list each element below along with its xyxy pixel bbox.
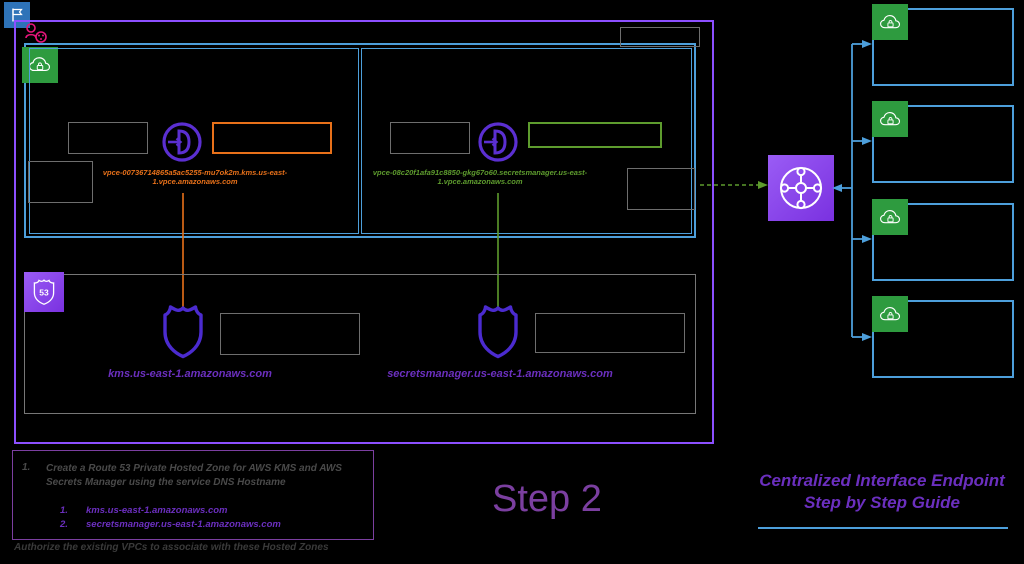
notes-box	[12, 450, 374, 540]
aws-account-icon	[22, 22, 52, 48]
kms-endpoint-left-box	[68, 122, 148, 154]
spoke-vpc-4-boundary	[872, 300, 1014, 378]
step-title: Step 2	[492, 478, 602, 520]
guide-title-underline	[758, 527, 1008, 529]
spoke-vpc-2-cloud-lock-icon	[872, 101, 908, 137]
note-1-text: Create a Route 53 Private Hosted Zone fo…	[46, 463, 342, 488]
secretsmanager-hosted-zone-shield-icon	[467, 304, 529, 360]
region-flag-icon	[4, 2, 30, 28]
secretsmanager-vpc-interface-endpoint-icon	[476, 120, 520, 164]
secretsmanager-hosted-zone-label: secretsmanager.us-east-1.amazonaws.com	[387, 368, 613, 380]
spoke-vpc-1-cloud-lock-icon	[872, 4, 908, 40]
kms-hosted-zone-record-box	[220, 313, 360, 355]
secretsmanager-endpoint-dns-label: vpce-08c20f1afa91c8850-gkg67o60.secretsm…	[372, 168, 588, 187]
kms-secondary-box	[28, 161, 93, 203]
route53-icon: 53	[24, 272, 64, 312]
region-boundary	[14, 20, 714, 444]
spoke-vpc-3-boundary	[872, 203, 1014, 281]
central-subnet-a	[29, 48, 359, 234]
note-1-sub-2-text: secretsmanager.us-east-1.amazonaws.com	[86, 519, 281, 530]
guide-title-line-1: Centralized Interface Endpoint	[759, 471, 1005, 490]
note-1-sub-2-number: 2.	[60, 519, 68, 530]
central-vpc-boundary	[24, 43, 696, 238]
secretsmanager-endpoint-right-box	[528, 122, 662, 148]
kms-endpoint-right-box	[212, 122, 332, 154]
secretsmanager-hosted-zone-record-box	[535, 313, 685, 353]
vpc-cloud-lock-icon	[22, 47, 58, 83]
note-1-sub-1-number: 1.	[60, 505, 68, 516]
spoke-vpc-2-boundary	[872, 105, 1014, 183]
spoke-vpc-1-boundary	[872, 8, 1014, 86]
kms-hosted-zone-shield-icon	[152, 304, 214, 360]
central-subnet-b	[361, 48, 692, 234]
route53-hosted-zones-group	[24, 274, 696, 414]
transit-gateway-icon	[768, 155, 834, 221]
notes-footer-text: Authorize the existing VPCs to associate…	[14, 542, 329, 553]
kms-hosted-zone-label: kms.us-east-1.amazonaws.com	[108, 368, 272, 380]
kms-endpoint-dns-label: vpce-00736714865a5ac5255-mu7ok2m.kms.us-…	[102, 168, 288, 187]
note-1-number: 1.	[22, 462, 31, 473]
spoke-vpc-4-cloud-lock-icon	[872, 296, 908, 332]
spoke-vpc-3-cloud-lock-icon	[872, 199, 908, 235]
secretsmanager-secondary-box	[627, 168, 695, 210]
kms-vpc-interface-endpoint-icon	[160, 120, 204, 164]
guide-title-line-2: Step by Step Guide	[804, 493, 960, 512]
note-1-sub-1-text: kms.us-east-1.amazonaws.com	[86, 505, 228, 516]
svg-text:53: 53	[39, 288, 49, 298]
secretsmanager-endpoint-left-box	[390, 122, 470, 154]
top-placeholder-box	[620, 27, 700, 47]
